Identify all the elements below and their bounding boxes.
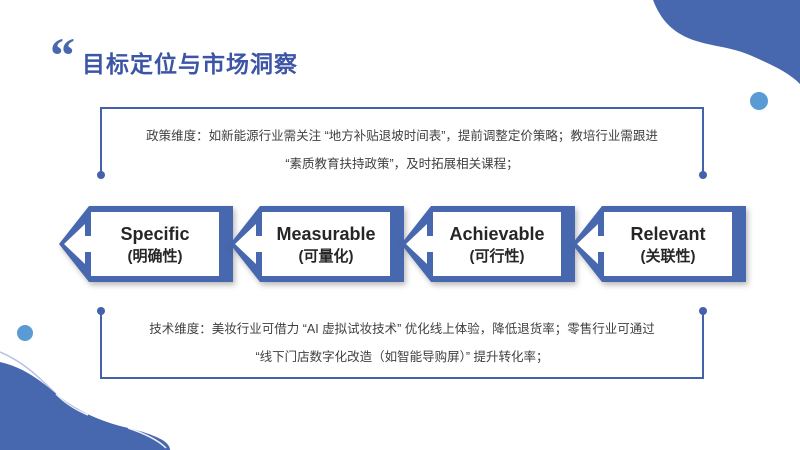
smart-arrow-relevant: Relevant (关联性) xyxy=(572,205,748,283)
policy-note-line1: 政策维度：如新能源行业需关注 “地方补贴退坡时间表”，提前调整定价策略；教培行业… xyxy=(146,129,658,143)
header: “ 目标定位与市场洞察 xyxy=(50,27,298,83)
policy-note-box: 政策维度：如新能源行业需关注 “地方补贴退坡时间表”，提前调整定价策略；教培行业… xyxy=(97,107,707,179)
arrow-label-en: Specific xyxy=(120,223,190,244)
arrow-label-en: Measurable xyxy=(276,223,376,244)
smart-arrow-specific: Specific (明确性) xyxy=(59,205,235,283)
smart-arrow-achievable: Achievable (可行性) xyxy=(401,205,577,283)
tech-note-box: 技术维度：美妆行业可借力 “AI 虚拟试妆技术” 优化线上体验，降低退货率；零售… xyxy=(97,307,707,379)
arrow-label-zh: (明确性) xyxy=(127,247,183,265)
arrow-label-zh: (可量化) xyxy=(298,247,354,265)
bracket-left-line xyxy=(97,307,105,379)
smart-arrow-measurable: Measurable (可量化) xyxy=(230,205,406,283)
corner-wave-icon xyxy=(0,351,171,450)
corner-blob-icon xyxy=(653,0,800,84)
arrow-label-en: Achievable xyxy=(449,223,545,244)
bracket-right-line xyxy=(699,107,707,179)
bracket-left-line xyxy=(97,107,105,179)
tech-note-line1: 技术维度：美妆行业可借力 “AI 虚拟试妆技术” 优化线上体验，降低退货率；零售… xyxy=(149,322,655,336)
arrow-label-zh: (关联性) xyxy=(640,247,696,265)
left-arrow-shape-icon xyxy=(572,206,746,282)
left-arrow-shape-icon xyxy=(59,206,233,282)
arrow-label-zh: (可行性) xyxy=(469,247,525,265)
page-title: 目标定位与市场洞察 xyxy=(82,51,298,77)
left-arrow-shape-icon xyxy=(401,206,575,282)
tech-note-line2: “线下门店数字化改造（如智能导购屏）” 提升转化率； xyxy=(255,350,549,364)
policy-note-line2: “素质教育扶持政策”，及时拓展相关课程； xyxy=(285,157,519,171)
accent-dot-icon xyxy=(750,92,768,110)
smart-arrow-chain: Specific (明确性) Measurable (可量化) Achi xyxy=(59,205,749,283)
left-arrow-shape-icon xyxy=(230,206,404,282)
bracket-right-line xyxy=(699,307,707,379)
arrow-label-en: Relevant xyxy=(630,223,706,244)
accent-dot-icon xyxy=(17,325,33,341)
quote-icon: “ xyxy=(50,27,75,83)
